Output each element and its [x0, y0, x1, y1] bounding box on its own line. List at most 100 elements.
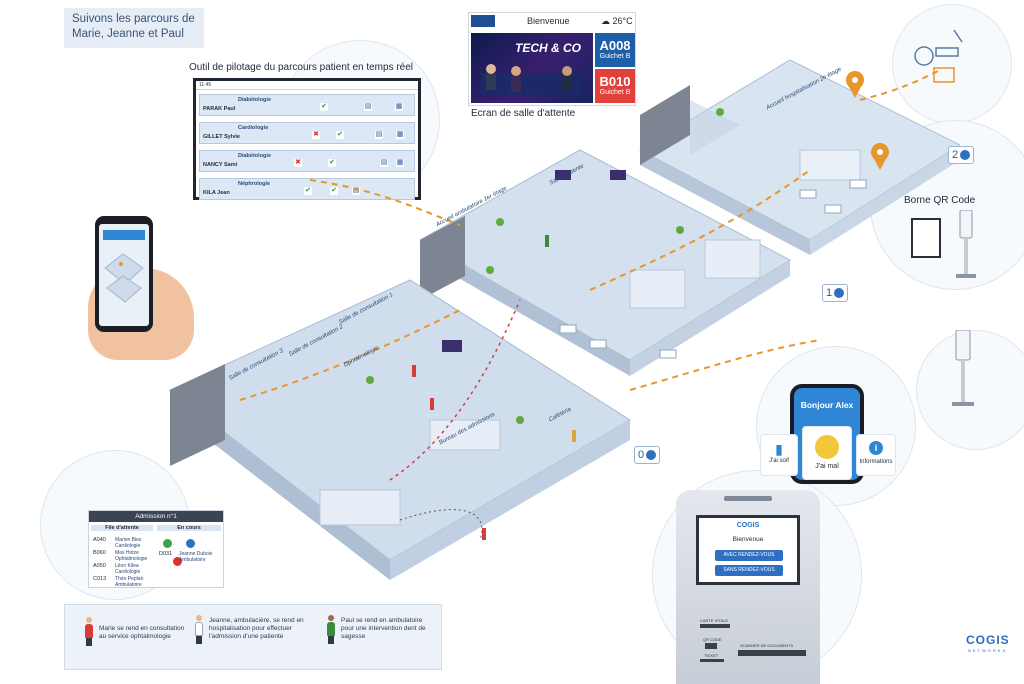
call-actions [163, 535, 217, 566]
map-view-icon [103, 230, 145, 303]
row-service: Diabétologie [238, 97, 272, 103]
admission-title: Admission n°1 [89, 511, 223, 522]
pilotage-row[interactable]: Néphrologie KILA Jean ✔ ✔ ▤ [199, 178, 415, 200]
legend-marie: Marie se rend en consultation au service… [99, 625, 185, 640]
tv-broadcast: TECH & CO [471, 33, 593, 103]
patient-app-greeting: Bonjour Alex [800, 400, 854, 410]
qr-reader[interactable] [705, 643, 717, 649]
pilotage-row[interactable]: Diabétologie NANCY Sami ✖ ✔ ▤ ▦ [199, 150, 415, 172]
kiosk-stand-icon [956, 210, 976, 278]
location-pin-icon [871, 143, 889, 170]
document-scanner[interactable] [738, 650, 806, 656]
elevator-icon [960, 150, 970, 160]
person-marie-icon [85, 617, 93, 646]
floor-marker[interactable]: 1 [822, 284, 848, 302]
option-thirsty[interactable]: ▮ J'ai soif [760, 434, 798, 476]
kiosk-greeting: Bienvenue [732, 536, 764, 543]
check-icon: ✔ [328, 159, 336, 167]
qr-reader-label: QR CODE [703, 637, 722, 642]
pilotage-row[interactable]: Diabétologie PARAK Paul ✔ ▤ ▦ [199, 94, 415, 116]
info-icon: i [869, 441, 883, 455]
temperature-value: 26°C [612, 16, 633, 26]
pilotage-title: Outil de pilotage du parcours patient en… [189, 62, 414, 73]
cross-icon: ✖ [312, 131, 320, 139]
check-icon: ✔ [304, 187, 312, 195]
kiosk-screen: COGIS Bienvenue AVEC RENDEZ-VOUS SANS RE… [696, 515, 800, 585]
borne-qr-label: Borne QR Code [904, 195, 976, 206]
without-appointment-button[interactable]: SANS RENDEZ-VOUS [715, 565, 783, 576]
queue-ticket: A008 Guichet B [595, 33, 635, 67]
queue-desk: Guichet B [599, 89, 631, 96]
pilotage-panel: 11:45 Diabétologie PARAK Paul ✔ ▤ ▦ Card… [193, 78, 421, 200]
queue-code: B010 [599, 74, 631, 89]
with-appointment-button[interactable]: AVEC RENDEZ-VOUS [715, 550, 783, 561]
scanner-label: SCANNER DE DOCUMENTS [740, 643, 794, 648]
floor-number: 2 [952, 149, 959, 161]
floor-number: 0 [638, 449, 645, 461]
transfer-icon[interactable] [186, 539, 196, 548]
waiting-temperature: ☁ 26°C [601, 16, 633, 27]
check-icon: ✔ [330, 187, 338, 195]
row-service: Cardiologie [238, 125, 269, 131]
floor-marker[interactable]: 2 [948, 146, 974, 164]
person-paul-icon [327, 615, 335, 644]
kiosk-speaker [724, 496, 772, 501]
hospital-logo-icon [471, 15, 495, 27]
calendar-icon: ▦ [396, 131, 404, 139]
stop-icon[interactable] [173, 557, 182, 566]
card-reader-slot[interactable] [700, 624, 730, 628]
floor-number: 1 [826, 287, 833, 299]
calendar-icon: ▦ [395, 103, 403, 111]
queue-ticket: B010 Guichet B [595, 69, 635, 103]
calendar-icon: ▦ [396, 159, 404, 167]
smartphone-screen[interactable] [99, 224, 149, 326]
legend-paul: Paul se rend en ambulatoire pour une int… [341, 617, 426, 640]
cross-icon: ✖ [294, 159, 302, 167]
row-patient: NANCY Sami [203, 162, 238, 168]
journey-legend: Marie se rend en consultation au service… [64, 604, 442, 670]
water-icon: ▮ [775, 441, 783, 457]
option-info[interactable]: i Informations [856, 434, 896, 476]
option-label: J'ai soif [769, 458, 789, 464]
kiosk-stand-icon [952, 330, 974, 406]
phone-icon[interactable] [163, 539, 172, 548]
hospital-building [169, 59, 960, 580]
cogis-logo-sub: NETWORKS [968, 648, 1008, 653]
hospital-equipment-icon [914, 29, 963, 83]
row-service: Diabétologie [238, 153, 272, 159]
kiosk-logo: COGIS [736, 522, 760, 529]
location-pin-icon [846, 71, 864, 98]
row-patient: GILLET Sylvie [203, 134, 240, 140]
pilotage-time: 11:45 [196, 81, 418, 90]
floor-marker[interactable]: 0 [634, 446, 660, 464]
doc-icon: ▤ [380, 159, 388, 167]
option-label: Informations [859, 459, 893, 465]
ticket-label: TICKET [704, 653, 719, 658]
ticket-slot[interactable] [700, 659, 724, 662]
cloud-icon: ☁ [601, 16, 610, 26]
doc-icon: ▤ [375, 131, 383, 139]
waiting-room-screen: Bienvenue ☁ 26°C TECH & CO A008 Guichet … [468, 12, 636, 106]
current-column-header: En cours [157, 525, 221, 531]
check-icon: ✔ [336, 131, 344, 139]
title-line-1: Suivons les parcours de [72, 13, 195, 25]
elevator-icon [646, 450, 656, 460]
waiting-screen-caption: Ecran de salle d'attente [471, 108, 576, 119]
cogis-logo: COGIS [966, 633, 1010, 647]
waiting-greeting: Bienvenue [527, 16, 570, 26]
option-label: J'ai mal [815, 463, 839, 470]
queue-column-header: File d'attente [91, 525, 153, 531]
tv-scene-icon [481, 64, 581, 95]
queue-code: A008 [599, 38, 631, 53]
check-icon: ✔ [320, 103, 328, 111]
pilotage-row[interactable]: Cardiologie GILLET Sylvie ✖ ✔ ▤ ▦ [199, 122, 415, 144]
option-pain[interactable]: J'ai mal [802, 426, 852, 480]
borne-qr-screen[interactable] [911, 218, 941, 258]
legend-jeanne: Jeanne, ambulacière, se rend en hospital… [209, 617, 304, 640]
row-service: Néphrologie [238, 181, 271, 187]
